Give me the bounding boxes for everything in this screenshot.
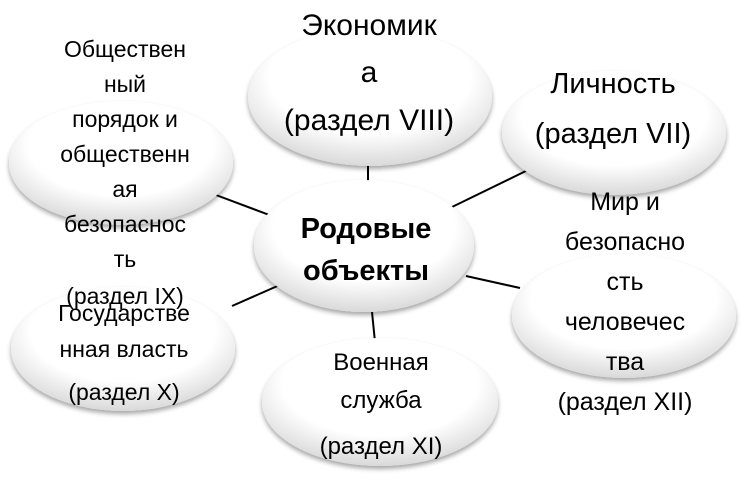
- node-order-line: Обществен: [63, 36, 186, 62]
- node-order-line: ный: [103, 70, 147, 97]
- node-order-line: безопаснос: [63, 210, 187, 237]
- bubble-economy: [248, 28, 492, 166]
- node-peace-label: Мир и безопасно сть человечес тва (разде…: [514, 182, 736, 422]
- node-personality-line: Личность: [550, 68, 676, 100]
- connector-power: [231, 283, 283, 307]
- connectors: [215, 160, 533, 343]
- node-economy-label: Экономик а (раздел VIII): [244, 2, 494, 144]
- bubbles: [9, 28, 736, 466]
- center-node-label: Родовые объекты: [266, 208, 466, 292]
- node-order-label: Обществен ный порядок и общественн ая бе…: [20, 32, 230, 314]
- node-peace-line: Мир и: [590, 188, 660, 216]
- bubble-personality: [502, 71, 726, 195]
- node-order-section: (раздел IX): [66, 282, 184, 309]
- node-military-line: служба: [340, 386, 422, 414]
- node-power-line: Государстве: [58, 300, 190, 326]
- node-economy-line: Экономик: [301, 9, 437, 42]
- node-power-label: Государстве нная власть (раздел X): [12, 296, 236, 411]
- node-power-line: нная власть: [59, 335, 189, 362]
- node-order-line: общественн: [60, 140, 190, 167]
- bubble-power: [11, 287, 235, 411]
- center-node-line: объекты: [303, 255, 429, 288]
- node-order-line: порядок и: [72, 105, 178, 132]
- node-peace-line: человечес: [564, 308, 686, 336]
- bubble-military: [262, 338, 498, 466]
- node-peace-line: безопасно: [564, 228, 686, 256]
- bubble-center: [254, 180, 474, 312]
- connector-military: [371, 311, 376, 343]
- node-military-line: Военная: [333, 349, 429, 376]
- node-economy-section: (раздел VIII): [283, 103, 455, 137]
- node-military-section: (раздел XI): [319, 432, 443, 460]
- center-node-line: Родовые: [300, 213, 432, 245]
- connector-order: [215, 194, 273, 217]
- node-peace-line: сть: [606, 268, 644, 296]
- bubble-order: [9, 101, 233, 225]
- node-power-section: (раздел X): [68, 379, 180, 406]
- node-order-line: ть: [113, 245, 137, 272]
- node-peace-line: тва: [605, 348, 645, 376]
- connector-personality: [451, 167, 533, 208]
- node-personality-label: Личность (раздел VII): [508, 60, 718, 160]
- node-order-line: ая: [112, 175, 138, 202]
- node-military-label: Военная служба (раздел XI): [262, 344, 500, 466]
- connector-peace: [465, 275, 521, 289]
- node-economy-line: а: [360, 56, 378, 90]
- node-personality-section: (раздел VII): [534, 117, 692, 150]
- node-peace-section: (раздел XII): [557, 388, 693, 416]
- bubble-peace: [512, 254, 736, 378]
